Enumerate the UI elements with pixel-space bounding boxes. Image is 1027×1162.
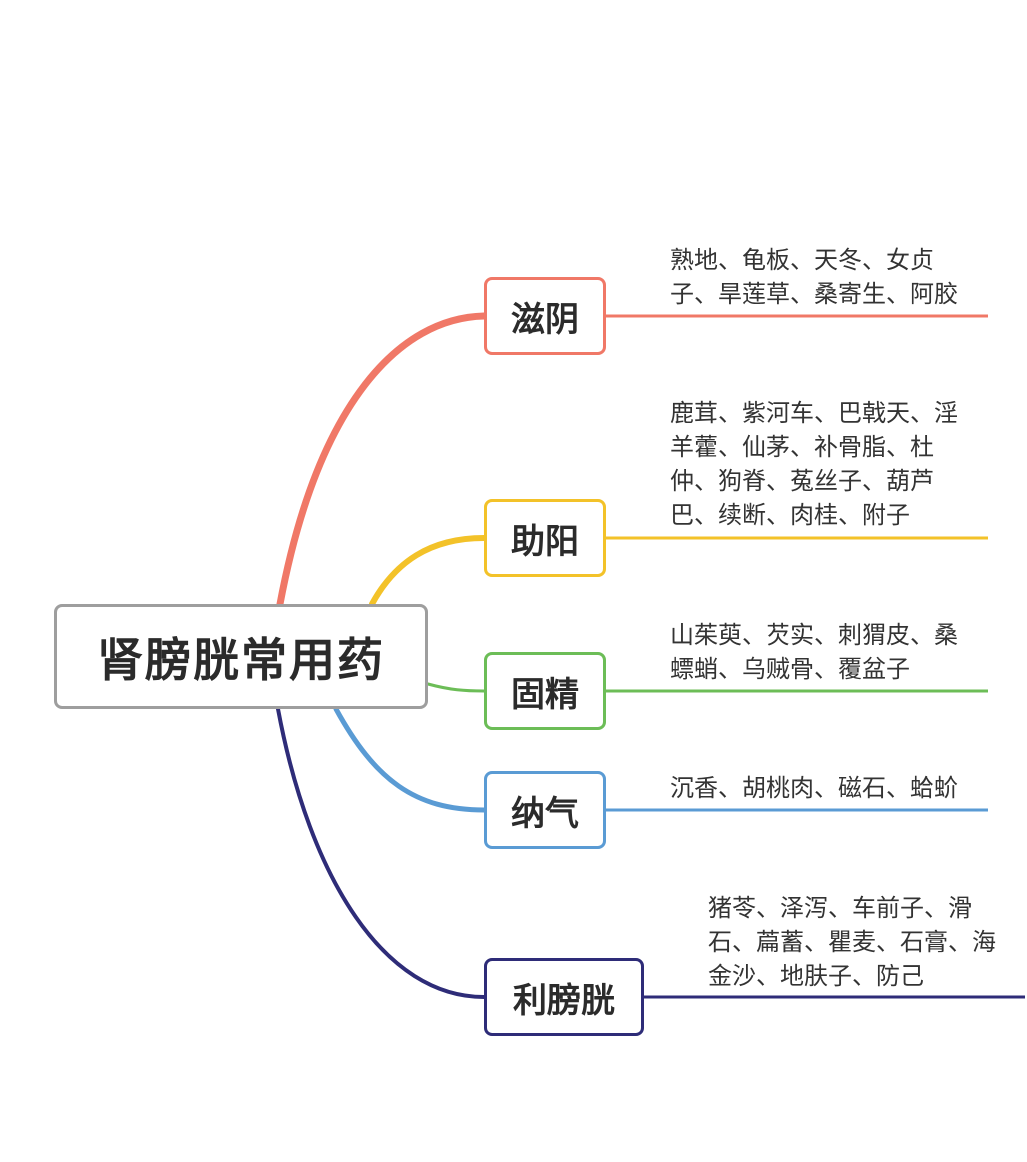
branch-li-pang-guang[interactable]: 利膀胱 [484, 958, 644, 1036]
connector-na-qi [333, 706, 487, 813]
connector-zi-yin [276, 312, 488, 608]
herbs-li-pang-guang: 猪苓、泽泻、车前子、滑 石、萹蓄、瞿麦、石膏、海 金沙、地肤子、防己 [708, 894, 996, 990]
branch-gu-jing[interactable]: 固精 [484, 652, 606, 730]
branch-zi-yin-label: 滋阴 [511, 299, 579, 340]
branch-zhu-yang[interactable]: 助阳 [484, 499, 606, 577]
branch-zi-yin[interactable]: 滋阴 [484, 277, 606, 355]
connector-zhu-yang [369, 535, 487, 607]
herbs-gu-jing: 山茱萸、芡实、刺猬皮、桑 螵蛸、乌贼骨、覆盆子 [670, 621, 958, 683]
branch-gu-jing-label: 固精 [511, 674, 579, 715]
connector-li-pang-guang [276, 707, 486, 999]
herbs-na-qi: 沉香、胡桃肉、磁石、蛤蚧 [670, 774, 958, 802]
herbs-zhu-yang: 鹿茸、紫河车、巴戟天、淫 羊藿、仙茅、补骨脂、杜 仲、狗脊、菟丝子、葫芦 巴、续… [670, 399, 958, 529]
branch-li-pang-guang-label: 利膀胱 [513, 980, 615, 1021]
herbs-zi-yin: 熟地、龟板、天冬、女贞 子、旱莲草、桑寄生、阿胶 [670, 246, 958, 308]
branch-na-qi[interactable]: 纳气 [484, 771, 606, 849]
branch-zhu-yang-label: 助阳 [511, 521, 579, 562]
connector-gu-jing [426, 682, 486, 693]
branch-na-qi-label: 纳气 [511, 793, 579, 834]
root-topic[interactable]: 肾膀胱常用药 [54, 604, 428, 709]
root-topic-label: 肾膀胱常用药 [97, 632, 385, 687]
